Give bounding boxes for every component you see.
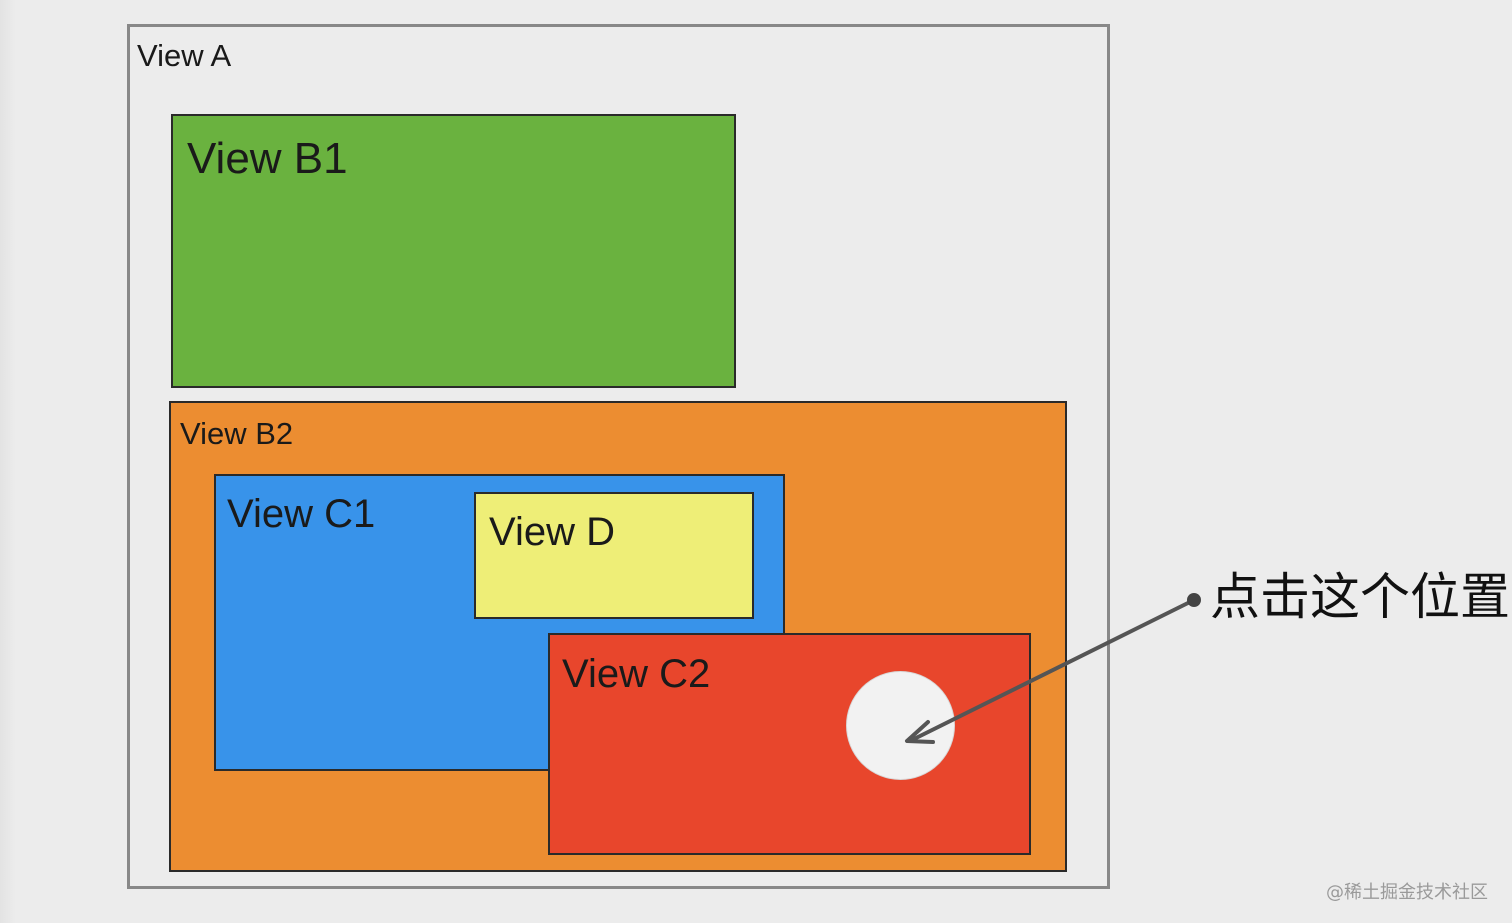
- view-c2-label: View C2: [562, 652, 711, 696]
- view-b1-box: [171, 114, 736, 388]
- tap-point-circle: [846, 671, 955, 780]
- watermark: @稀土掘金技术社区: [1326, 882, 1488, 903]
- view-a-label: View A: [137, 38, 232, 73]
- callout-text: 点击这个位置: [1210, 568, 1510, 626]
- view-b1-label: View B1: [187, 134, 348, 183]
- view-c1-label: View C1: [227, 492, 376, 536]
- view-d-label: View D: [489, 510, 615, 554]
- view-b2-label: View B2: [180, 416, 294, 451]
- view-d-box: [474, 492, 754, 619]
- left-edge-shade: [0, 0, 16, 923]
